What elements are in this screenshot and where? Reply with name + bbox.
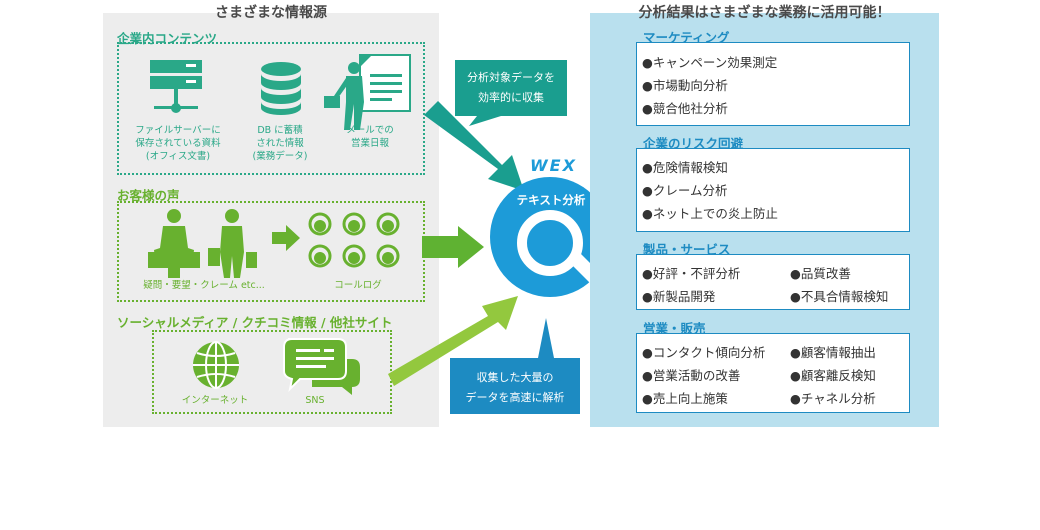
sales-item: ●チャネル分析 <box>790 391 876 406</box>
product-title: 製品・サービス <box>643 242 731 257</box>
green-arrow <box>422 226 484 268</box>
mail-report-caption: メールでの 営業日報 <box>346 125 394 149</box>
results-title: 分析結果はさまざまな業務に活用可能！ <box>638 5 891 21</box>
product-item: ●好評・不評分析 <box>642 266 741 281</box>
product-box <box>636 254 910 310</box>
analyze-callout: 収集した大量の データを高速に解析 <box>465 371 565 404</box>
social-media-box <box>152 330 392 414</box>
server-icon <box>150 60 202 113</box>
sales-item: ●コンタクト傾向分析 <box>642 345 766 360</box>
teal-arrow <box>424 101 524 191</box>
product-item: ●不具合情報検知 <box>790 289 889 304</box>
sales-box <box>636 333 910 413</box>
text-analysis-label: テキスト分析 <box>516 193 586 207</box>
sns-caption: SNS <box>305 395 325 406</box>
risk-box <box>636 148 910 232</box>
sales-item: ●顧客離反検知 <box>790 368 876 383</box>
globe-icon <box>193 341 239 389</box>
sales-item: ●顧客情報抽出 <box>790 345 876 360</box>
voice-caption: 疑問・要望・クレーム etc... <box>143 280 265 291</box>
shoppers-icon <box>148 209 257 278</box>
call-log-caption: コールログ <box>334 280 382 291</box>
sales-item: ●営業活動の改善 <box>642 368 741 383</box>
product-item: ●品質改善 <box>790 266 851 281</box>
risk-item: ●ネット上での炎上防止 <box>642 206 778 221</box>
risk-title: 企業のリスク回避 <box>643 136 744 151</box>
marketing-item: ●市場動向分析 <box>642 78 728 93</box>
customer-voice-title: お客様の声 <box>117 188 180 203</box>
internal-contents-box <box>117 42 425 175</box>
wex-brand: WEX <box>530 156 577 175</box>
sales-title: 営業・販売 <box>643 321 706 336</box>
wex-analysis-circle <box>490 177 610 297</box>
social-media-title: ソーシャルメディア / クチコミ情報 / 他社サイト <box>117 315 393 330</box>
internet-caption: インターネット <box>181 395 249 406</box>
collect-callout-shape <box>455 60 567 126</box>
collect-callout: 分析対象データを 効率的に収集 <box>467 71 555 104</box>
sales-item: ●売上向上施策 <box>642 391 728 406</box>
analyze-callout-shape <box>450 318 580 414</box>
server-caption: ファイルサーバーに 保存されている資料 (オフィス文書) <box>135 125 221 162</box>
database-caption: DB に蓄積 された情報 (業務データ) <box>252 125 308 162</box>
marketing-box <box>636 42 910 126</box>
sources-title: さまざまな情報源 <box>215 5 327 21</box>
product-item: ●新製品開発 <box>642 289 716 304</box>
database-icon <box>261 62 301 115</box>
marketing-item: ●競合他社分析 <box>642 101 728 116</box>
businessman-mail-icon <box>324 54 411 130</box>
chat-bubbles-icon <box>283 338 360 395</box>
headset-operators-icon <box>308 212 400 268</box>
lightgreen-arrow <box>388 296 518 386</box>
marketing-item: ●キャンペーン効果測定 <box>642 55 778 70</box>
risk-item: ●クレーム分析 <box>642 183 728 198</box>
risk-item: ●危険情報検知 <box>642 160 728 175</box>
marketing-title: マーケティング <box>643 30 730 45</box>
arrow-right-icon <box>272 225 300 251</box>
